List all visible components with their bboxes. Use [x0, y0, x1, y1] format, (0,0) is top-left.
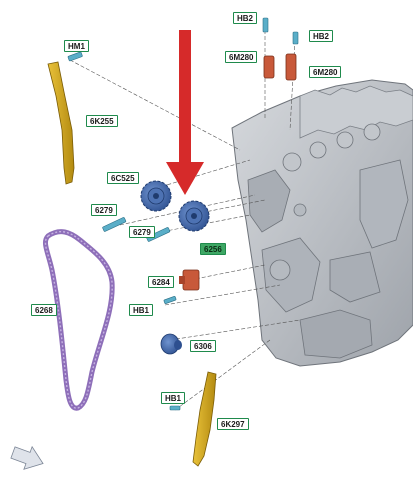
oil-control-solenoids	[263, 53, 297, 81]
lower-chain-guide	[192, 371, 217, 467]
callout-hb1-mid[interactable]: HB1	[129, 304, 154, 316]
callout-6c525[interactable]: 6C525	[107, 172, 139, 184]
callout-6306[interactable]: 6306	[190, 340, 216, 352]
callout-6k297[interactable]: 6K297	[217, 418, 249, 430]
callout-hb2-right[interactable]: HB2	[309, 30, 334, 42]
callout-6279-b[interactable]: 6279	[129, 226, 155, 238]
callout-hb2-top[interactable]: HB2	[233, 12, 258, 24]
chain-tensioner	[179, 269, 200, 291]
hb1-bolt-low	[169, 405, 181, 411]
callout-6268[interactable]: 6268	[31, 304, 57, 316]
callout-6k255[interactable]: 6K255	[86, 115, 118, 127]
upper-chain-guide	[47, 61, 75, 185]
callout-6256[interactable]: 6256	[200, 243, 226, 255]
callout-6284[interactable]: 6284	[148, 276, 174, 288]
camshaft-sprocket-intake	[140, 180, 172, 212]
hm1-bolt	[67, 51, 83, 62]
callout-hm1[interactable]: HM1	[64, 40, 89, 52]
view-direction-arrow-icon	[10, 445, 44, 470]
red-down-arrow-icon	[166, 30, 204, 195]
callout-6m280-a[interactable]: 6M280	[225, 51, 258, 63]
callout-hb1-low[interactable]: HB1	[161, 392, 186, 404]
camshaft-sprocket-exhaust	[178, 200, 210, 232]
hb1-bolt-mid	[163, 296, 177, 304]
callout-6m280-b[interactable]: 6M280	[309, 66, 342, 78]
engine-block	[231, 79, 413, 367]
timing-chain	[43, 229, 115, 411]
crankshaft-sprocket	[160, 333, 182, 355]
hb2-bolts	[262, 17, 299, 45]
callout-6279-a[interactable]: 6279	[91, 204, 117, 216]
